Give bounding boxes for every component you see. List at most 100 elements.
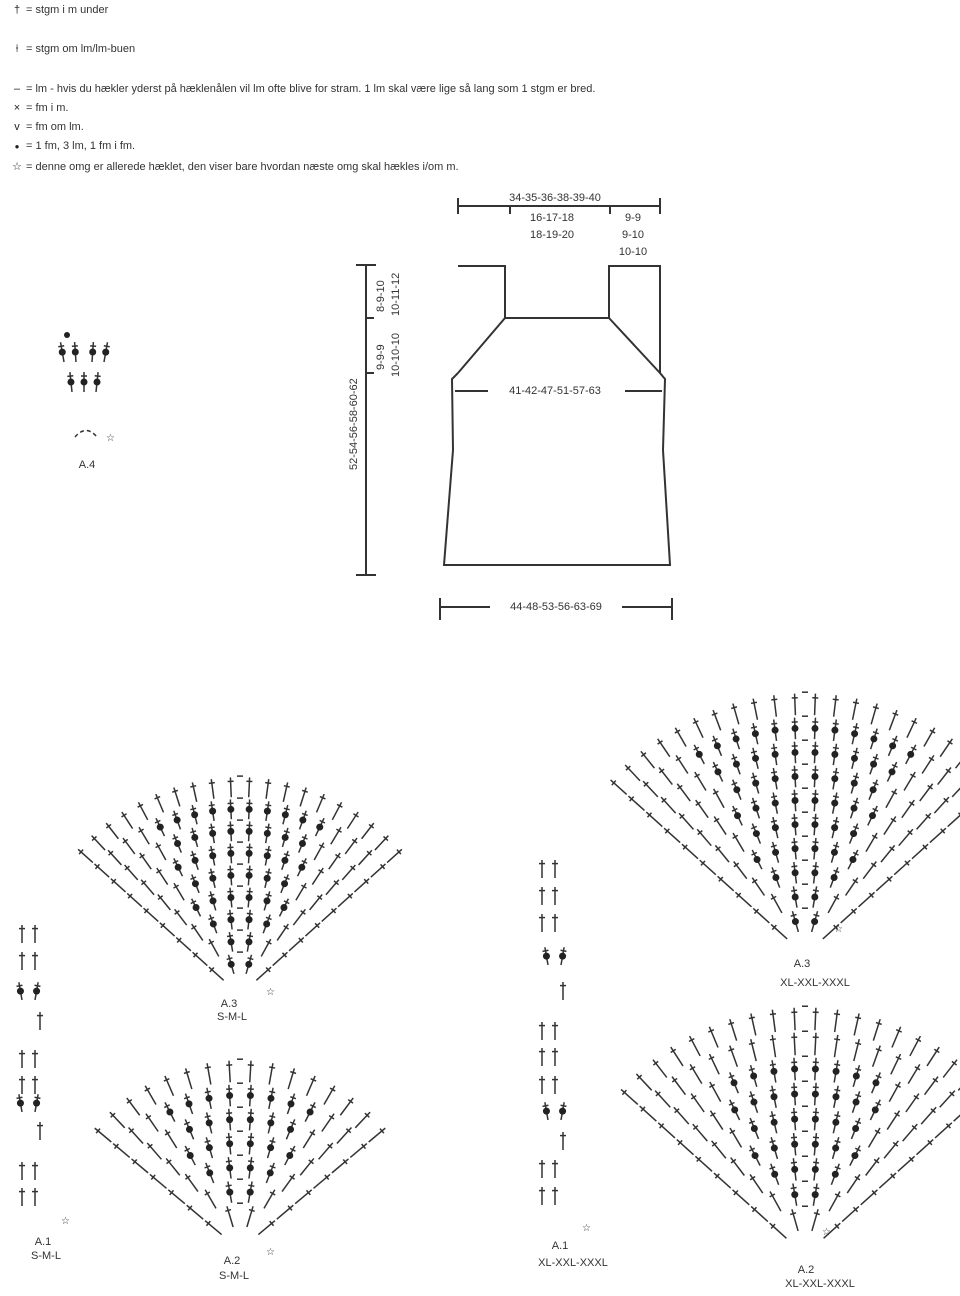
treble-around-chain-icon	[266, 1169, 274, 1177]
treble-stitch-icon	[915, 1139, 934, 1156]
treble-around-chain-icon	[850, 830, 858, 838]
legend-text: = denne omg er allerede hæklet, den vise…	[26, 161, 459, 173]
treble-around-chain-icon	[209, 874, 217, 882]
treble-stitch-icon	[709, 1110, 724, 1130]
treble-around-chain-icon	[730, 1079, 738, 1087]
treble-crossbar-icon	[127, 893, 133, 899]
treble-crossbar-icon	[714, 1173, 720, 1179]
treble-around-chain-icon	[751, 730, 759, 738]
treble-crossbar-icon	[336, 803, 343, 808]
treble-crossbar-icon	[769, 1038, 776, 1041]
treble-stitch-icon	[865, 1157, 880, 1176]
treble-stitch-icon	[353, 878, 370, 893]
treble-crossbar-icon	[750, 750, 758, 754]
treble-crossbar-icon	[643, 781, 649, 787]
treble-crossbar-icon	[183, 1070, 190, 1075]
treble-around-chain-icon	[67, 378, 75, 386]
treble-around-chain-icon	[770, 1144, 778, 1152]
treble-stitch-icon	[841, 1205, 860, 1223]
treble-around-chain-icon	[226, 1164, 234, 1172]
treble-crossbar-icon	[731, 807, 738, 812]
treble-crossbar-icon	[247, 1136, 255, 1139]
treble-crossbar-icon	[190, 807, 197, 811]
treble-crossbar-icon	[164, 1131, 171, 1136]
treble-around-chain-icon	[227, 894, 235, 902]
treble-stitch-icon	[678, 812, 695, 830]
treble-crossbar-icon	[58, 344, 65, 348]
treble-crossbar-icon	[287, 1205, 293, 1211]
treble-stitch-icon	[341, 864, 356, 881]
treble-crossbar-icon	[813, 1186, 820, 1190]
treble-crossbar-icon	[103, 344, 110, 348]
treble-stitch-icon	[920, 1106, 937, 1125]
treble-crossbar-icon	[832, 698, 839, 701]
treble-crossbar-icon	[833, 895, 840, 900]
treble-crossbar-icon	[301, 789, 309, 793]
treble-stitch-icon	[671, 1076, 687, 1096]
treble-crossbar-icon	[943, 797, 949, 803]
treble-crossbar-icon	[731, 756, 738, 760]
treble-around-chain-icon	[771, 799, 779, 807]
treble-crossbar-icon	[246, 934, 254, 938]
treble-crossbar-icon	[283, 784, 290, 788]
treble-crossbar-icon	[890, 1173, 896, 1179]
treble-around-chain-icon	[191, 880, 199, 888]
treble-around-chain-icon	[263, 920, 271, 928]
treble-crossbar-icon	[682, 844, 688, 850]
treble-stitch-icon	[122, 837, 136, 855]
treble-around-chain-icon	[871, 1106, 879, 1114]
treble-stitch-icon	[951, 787, 960, 798]
treble-crossbar-icon	[711, 712, 718, 716]
treble-crossbar-icon	[204, 1165, 211, 1169]
treble-around-chain-icon	[227, 916, 235, 924]
treble-crossbar-icon	[625, 765, 631, 771]
treble-crossbar-icon	[560, 1104, 567, 1108]
treble-around-chain-icon	[186, 1152, 194, 1160]
treble-crossbar-icon	[855, 1042, 862, 1046]
treble-stitch-icon	[915, 812, 932, 830]
treble-stitch-icon	[276, 923, 289, 941]
treble-stitch-icon	[770, 923, 788, 940]
treble-crossbar-icon	[949, 1091, 955, 1097]
sc-icon: ×	[13, 102, 21, 114]
treble-crossbar-icon	[771, 924, 777, 931]
treble-around-chain-icon	[245, 938, 253, 946]
treble-around-chain-icon	[811, 1065, 819, 1073]
treble-stitch-icon	[717, 875, 735, 892]
treble-crossbar-icon	[852, 825, 860, 830]
treble-crossbar-icon	[813, 913, 820, 917]
treble-crossbar-icon	[659, 1123, 665, 1129]
star-icon: ☆	[822, 1227, 831, 1238]
treble-around-chain-icon	[791, 821, 799, 829]
treble-stitch-icon	[105, 822, 119, 840]
treble-around-chain-icon	[281, 856, 289, 864]
treble-stitch-icon	[124, 864, 139, 881]
treble-crossbar-icon	[283, 807, 290, 811]
treble-crossbar-icon	[156, 869, 162, 874]
treble-stitch-icon	[814, 1032, 817, 1056]
neck-width-label-1: 16-17-18	[529, 212, 575, 224]
treble-crossbar-icon	[269, 1090, 276, 1094]
treble-around-chain-icon	[209, 852, 217, 860]
treble-crossbar-icon	[732, 834, 739, 839]
treble-stitch-icon	[690, 1093, 705, 1113]
treble-crossbar-icon	[308, 1159, 314, 1165]
treble-stitch-icon	[909, 1035, 922, 1057]
treble-crossbar-icon	[790, 1212, 797, 1216]
treble-around-chain-icon	[791, 797, 799, 805]
treble-crossbar-icon	[769, 1193, 776, 1198]
treble-crossbar-icon	[834, 1063, 841, 1066]
treble-crossbar-icon	[790, 913, 797, 917]
treble-stitch-icon	[110, 878, 127, 893]
treble-around-chain-icon	[298, 863, 306, 871]
treble-crossbar-icon	[145, 1114, 152, 1120]
treble-stitch-icon	[883, 1140, 899, 1159]
treble-stitch-icon	[846, 1174, 861, 1194]
treble-crossbar-icon	[190, 925, 197, 930]
treble-stitch-icon	[890, 1053, 902, 1075]
treble-around-chain-icon	[16, 1099, 24, 1107]
treble-crossbar-icon	[283, 925, 290, 930]
treble-crossbar-icon	[169, 1189, 175, 1196]
treble-around-chain-icon	[772, 873, 780, 881]
treble-crossbar-icon	[124, 865, 130, 871]
